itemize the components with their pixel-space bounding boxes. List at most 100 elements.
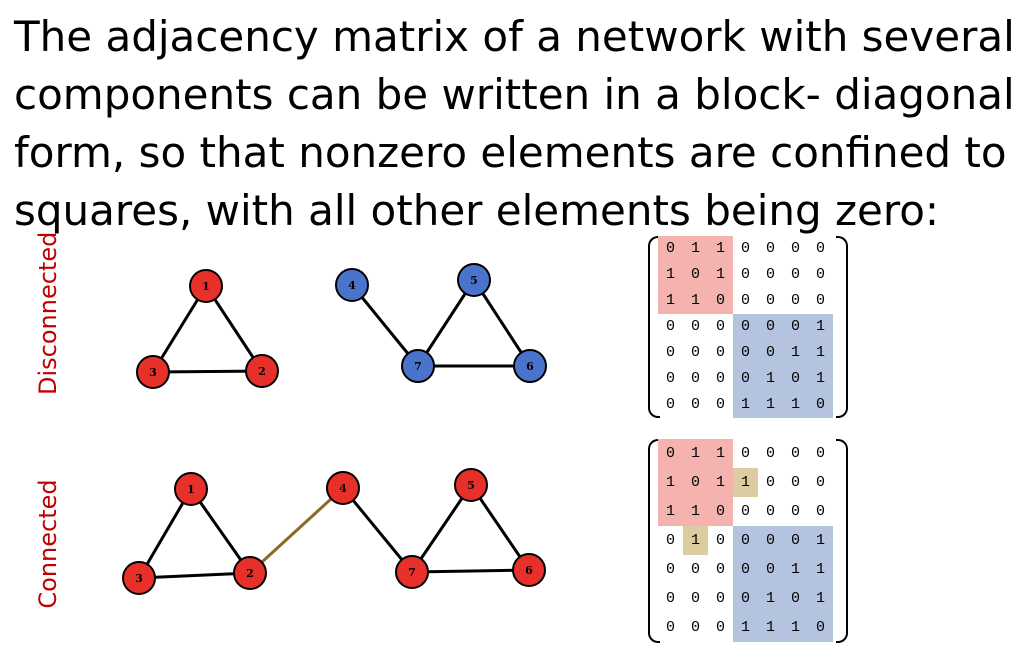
node-label: 4 xyxy=(348,279,356,292)
matrix-cell: 0 xyxy=(815,445,825,462)
matrix-cell: 0 xyxy=(815,503,825,520)
graph-edge xyxy=(189,488,252,574)
graph-edge xyxy=(411,568,530,574)
graph-edge xyxy=(138,571,251,580)
matrix-cell: 0 xyxy=(815,240,825,257)
matrix-cell: 0 xyxy=(715,370,725,387)
red-block xyxy=(658,439,733,526)
matrix-cell: 1 xyxy=(790,344,800,361)
matrix-cell: 0 xyxy=(715,396,725,413)
heading: The adjacency matrix of a network with s… xyxy=(14,8,1015,240)
matrix-cell: 1 xyxy=(715,266,725,283)
matrix-cell: 1 xyxy=(665,292,675,309)
matrix-cell: 0 xyxy=(790,445,800,462)
matrix-left-bracket xyxy=(648,439,660,643)
node-label: 6 xyxy=(525,564,533,577)
matrix-cell: 0 xyxy=(690,370,700,387)
graph-node xyxy=(512,553,546,587)
matrix-cell: 0 xyxy=(690,266,700,283)
matrix-cell: 0 xyxy=(765,266,775,283)
matrix-cell: 0 xyxy=(665,344,675,361)
matrix-cell: 0 xyxy=(765,344,775,361)
graph-node xyxy=(174,472,208,506)
matrix-cell: 0 xyxy=(815,619,825,636)
matrix-cell: 0 xyxy=(765,318,775,335)
node-label: 1 xyxy=(202,280,210,293)
matrix-cell: 0 xyxy=(790,370,800,387)
graph-edge xyxy=(416,279,476,367)
matrix-cell: 1 xyxy=(665,503,675,520)
node-label: 6 xyxy=(526,360,534,373)
matrix-cell: 1 xyxy=(815,590,825,607)
node-label: 3 xyxy=(135,572,143,585)
matrix-cell: 0 xyxy=(740,370,750,387)
matrix-cell: 0 xyxy=(665,532,675,549)
matrix-cell: 0 xyxy=(740,266,750,283)
matrix-cell: 0 xyxy=(765,474,775,491)
node-label: 1 xyxy=(187,483,195,496)
matrix-cell: 0 xyxy=(665,240,675,257)
graph-node xyxy=(513,349,547,383)
matrix-cell: 0 xyxy=(765,532,775,549)
matrix-cell: 0 xyxy=(690,561,700,578)
matrix-cell: 1 xyxy=(790,561,800,578)
matrix-cell: 0 xyxy=(690,396,700,413)
matrix-cell: 0 xyxy=(815,396,825,413)
matrix-cell: 0 xyxy=(765,292,775,309)
matrix-cell: 1 xyxy=(765,370,775,387)
matrix-cell: 1 xyxy=(815,532,825,549)
matrix-cell: 1 xyxy=(765,619,775,636)
matrix-cell: 0 xyxy=(815,292,825,309)
matrix-cell: 0 xyxy=(690,619,700,636)
matrix-cell: 1 xyxy=(815,318,825,335)
matrix-cell: 1 xyxy=(715,445,725,462)
matrix-cell: 1 xyxy=(690,532,700,549)
matrix-cell: 0 xyxy=(765,240,775,257)
matrix-cell: 0 xyxy=(715,561,725,578)
matrix-cell: 0 xyxy=(715,344,725,361)
matrix-cell: 1 xyxy=(765,590,775,607)
matrix-cell: 0 xyxy=(790,590,800,607)
matrix-cell: 0 xyxy=(790,474,800,491)
bridge-cell-highlight xyxy=(683,526,708,555)
matrix-cell: 1 xyxy=(815,344,825,361)
heading-line-4: squares, with all other elements being z… xyxy=(14,186,940,235)
node-label: 4 xyxy=(339,482,347,495)
graph-node xyxy=(335,268,369,302)
red-block xyxy=(658,236,733,314)
matrix-cell: 1 xyxy=(740,619,750,636)
matrix-cell: 0 xyxy=(740,532,750,549)
matrix-cell: 1 xyxy=(815,561,825,578)
heading-line-1: The adjacency matrix of a network with s… xyxy=(14,12,1015,61)
matrix-cell: 0 xyxy=(665,619,675,636)
matrix-cell: 0 xyxy=(690,344,700,361)
matrix-cell: 0 xyxy=(740,561,750,578)
matrix-cell: 0 xyxy=(715,532,725,549)
node-label: 3 xyxy=(149,366,157,379)
node-label: 2 xyxy=(258,365,266,378)
matrix-cell: 1 xyxy=(690,503,700,520)
graph-node xyxy=(395,555,429,589)
matrix-cell: 0 xyxy=(790,318,800,335)
node-label: 2 xyxy=(246,567,254,580)
graph-edge xyxy=(137,488,193,579)
node-label: 5 xyxy=(470,274,478,287)
node-label: 5 xyxy=(467,479,475,492)
matrix-cell: 0 xyxy=(665,370,675,387)
graph-node xyxy=(326,471,360,505)
node-label: 7 xyxy=(408,566,416,579)
graph-edge xyxy=(152,369,263,374)
heading-line-2: components can be written in a block- di… xyxy=(14,70,1015,119)
matrix-cell: 0 xyxy=(790,532,800,549)
graph-node xyxy=(233,556,267,590)
matrix-cell: 1 xyxy=(740,396,750,413)
blue-block xyxy=(733,314,833,418)
matrix-right-bracket xyxy=(836,439,848,643)
node-label: 7 xyxy=(414,360,422,373)
graph-node xyxy=(401,349,435,383)
matrix-cell: 1 xyxy=(715,240,725,257)
graph-edge xyxy=(469,484,531,571)
graph-node xyxy=(136,355,170,389)
